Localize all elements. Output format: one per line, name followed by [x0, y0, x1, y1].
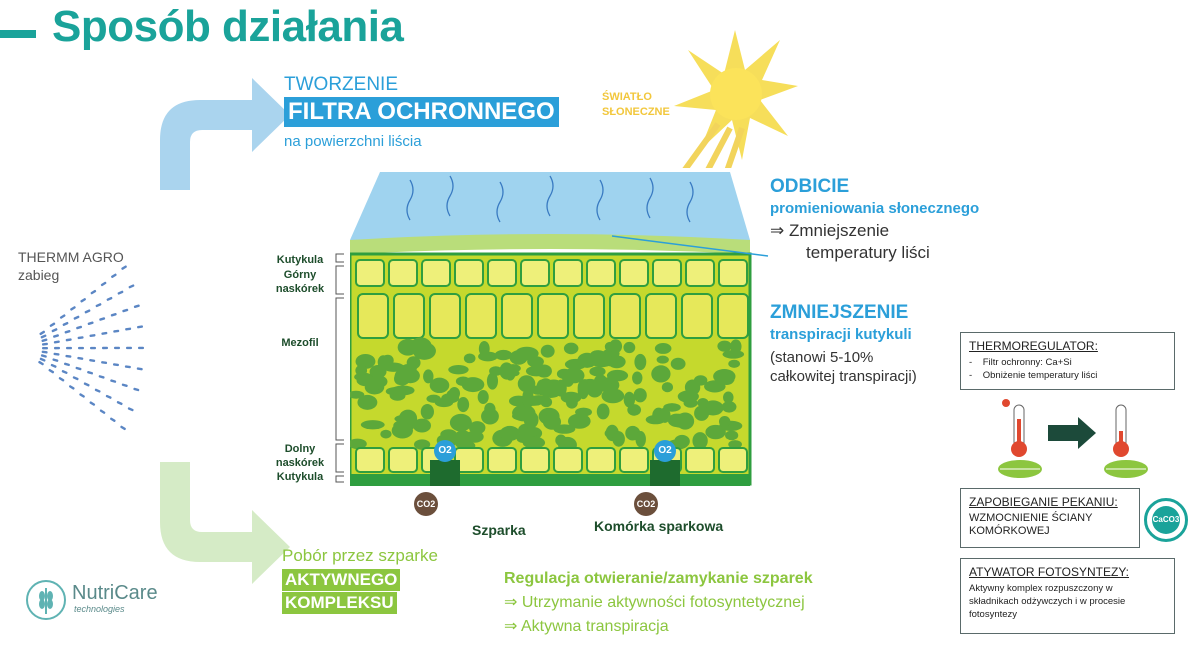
label-brackets: [335, 253, 344, 483]
spray-icon: [38, 265, 144, 431]
leaf-cross-section: [350, 172, 752, 486]
cracking-prevention-box: ZAPOBIEGANIE PEKANIU: WZMOCNIENIE ŚCIANY…: [960, 488, 1140, 548]
protective-film: [350, 172, 750, 240]
thermo-item2: Obniżenie temperatury liści: [982, 370, 1098, 381]
leaf-icon-2: [1104, 460, 1148, 478]
arrow-right-icon: [1048, 417, 1096, 449]
cracking-line1: WZMOCNIENIE ŚCIANY: [969, 512, 1093, 524]
co2-bubble-right: CO2: [634, 492, 658, 516]
stoma-label: Szparka: [472, 522, 526, 538]
reduction-subtitle: transpiracji kutykuli: [770, 326, 912, 343]
sun-label: ŚWIATŁO SŁONECZNE: [602, 90, 670, 120]
reflection-line1: Zmniejszenie: [788, 221, 890, 240]
film-waves: [406, 175, 694, 223]
logo-sub: technologies: [74, 604, 125, 614]
top-callout: TWORZENIE FILTRA OCHRONNEGO na powierzch…: [284, 74, 559, 150]
spray-label: THERMM AGRO zabieg: [18, 248, 124, 284]
title-accent-bar: [0, 30, 36, 38]
top-callout-highlight: FILTRA OCHRONNEGO: [284, 97, 559, 127]
arrow-up-icon: [160, 78, 290, 190]
photosynthesis-line2: składnikach odżywczych i w procesie: [969, 596, 1126, 607]
spray-label-line2: zabieg: [18, 267, 60, 283]
reduction-line1: (stanowi 5-10%: [770, 349, 874, 366]
cuticle-top: [350, 234, 750, 254]
reduction-title: ZMNIEJSZENIE: [770, 302, 909, 323]
label-lower-epidermis-line2: naskórek: [275, 457, 325, 469]
stoma-left: [430, 460, 460, 486]
regulation-arrow-2: ⇒: [504, 618, 518, 635]
label-upper-epidermis-line2: naskórek: [275, 283, 325, 295]
guard-cell-label: Komórka sparkowa: [594, 518, 724, 534]
mesophyll-cells: [350, 337, 745, 454]
bottom-callout-highlight2: KOMPLEKSU: [282, 592, 397, 614]
reflection-arrow: ⇒: [770, 221, 785, 240]
leaf-icon-1: [998, 460, 1042, 478]
bottom-callout: Pobór przez szparke AKTYWNEGO KOMPLEKSU: [282, 546, 438, 614]
reflection-subtitle: promieniowania słonecznego: [770, 200, 980, 217]
spray-label-line1: THERMM AGRO: [18, 249, 124, 265]
thermoregulator-heading: THERMOREGULATOR:: [969, 339, 1098, 353]
bottom-callout-highlight1: AKTYWNEGO: [282, 569, 401, 591]
thermo-illustration: [998, 399, 1148, 478]
reflection-title: ODBICIE: [770, 176, 850, 197]
stoma-right: [650, 460, 680, 486]
thermo-dash-1: -: [969, 357, 973, 368]
photosynthesis-heading: ATYWATOR FOTOSYNTEZY:: [969, 565, 1130, 579]
sun-icon: [674, 30, 798, 168]
photosynthesis-line3: fotosyntezy: [969, 609, 1018, 620]
label-mesophyll: Mezofil: [281, 337, 319, 349]
label-cuticle-top: Kutykula: [276, 254, 324, 266]
reflection-pointer-line: [611, 235, 769, 257]
label-upper-epidermis: Górny naskórek: [270, 268, 330, 296]
reduction-line2: całkowitej transpiracji): [770, 368, 917, 385]
sun-label-line2: SŁONECZNE: [602, 106, 670, 118]
co2-bubble-left: CO2: [414, 492, 438, 516]
cracking-heading: ZAPOBIEGANIE PEKANIU:: [969, 495, 1118, 509]
reduction-section: ZMNIEJSZENIE transpiracji kutykuli (stan…: [770, 302, 917, 385]
reflection-section: ODBICIE promieniowania słonecznego ⇒ Zmn…: [770, 176, 979, 263]
logo-name: NutriCare: [72, 582, 158, 604]
page-title: Sposób działania: [52, 2, 404, 51]
palisade-cells: [357, 293, 749, 339]
thermoregulator-box: THERMOREGULATOR: - Filtr ochronny: Ca+Si…: [960, 332, 1175, 390]
top-callout-line3: na powierzchni liścia: [284, 133, 422, 150]
thermo-dash-2: -: [969, 370, 973, 381]
top-callout-line1: TWORZENIE: [284, 74, 398, 95]
caco3-text: CaCO3: [1152, 506, 1180, 534]
label-lower-epidermis-line1: Dolny: [284, 443, 316, 455]
caco3-badge: CaCO3: [1144, 498, 1188, 542]
cracking-line2: KOMÓRKOWEJ: [969, 525, 1050, 537]
o2-bubble-right: O2: [654, 440, 676, 462]
regulation-arrow-1: ⇒: [504, 594, 518, 611]
regulation-section: Regulacja otwieranie/zamykanie szparek ⇒…: [504, 570, 813, 636]
bottom-callout-line1: Pobór przez szparke: [282, 546, 438, 565]
regulation-item2: Aktywna transpiracja: [520, 618, 669, 635]
o2-bubble-left: O2: [434, 440, 456, 462]
label-upper-epidermis-line1: Górny: [283, 269, 317, 281]
lower-epidermis: [355, 447, 748, 473]
photosynthesis-box: ATYWATOR FOTOSYNTEZY: Aktywny komplex ro…: [960, 558, 1175, 634]
thermometer-hot-icon: [1002, 399, 1027, 457]
regulation-title: Regulacja otwieranie/zamykanie szparek: [504, 570, 813, 587]
upper-epidermis: [355, 259, 748, 287]
thermo-item1: Filtr ochronny: Ca+Si: [982, 357, 1072, 368]
wheat-icon: [39, 588, 53, 614]
arrow-down-icon: [160, 462, 290, 584]
label-cuticle-bottom: Kutykula: [276, 471, 324, 483]
regulation-item1: Utrzymanie aktywności fotosyntetycznej: [521, 594, 805, 611]
photosynthesis-line1: Aktywny komplex rozpuszczony w: [969, 583, 1113, 594]
sun-label-line1: ŚWIATŁO: [602, 91, 652, 103]
reflection-line2: temperatury liści: [806, 243, 930, 262]
thermometer-cool-icon: [1113, 404, 1129, 457]
logo-emblem: [26, 580, 66, 620]
label-lower-epidermis: Dolny naskórek: [270, 442, 330, 470]
